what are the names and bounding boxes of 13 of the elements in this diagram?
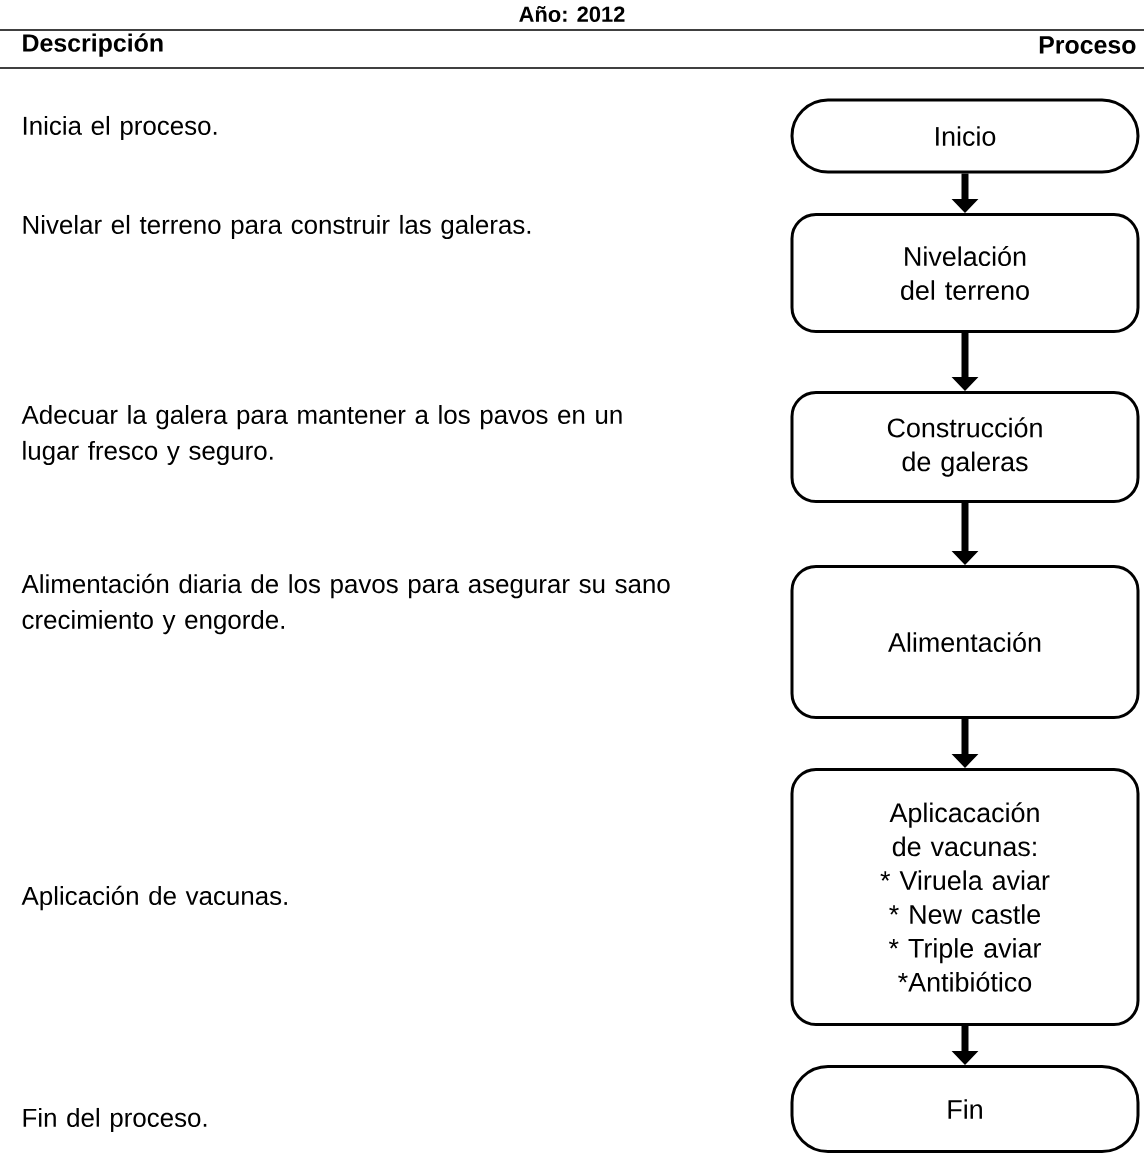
column-header: Proceso <box>1039 36 1136 54</box>
process-box: Nivelación del terreno <box>790 213 1140 333</box>
page-title: Año: 2012 <box>519 6 625 22</box>
description-text: Fin del proceso. <box>23 1107 207 1133</box>
description-text: Aplicación de vacunas. <box>21 885 287 911</box>
process-box: Construcción de galeras <box>790 391 1140 503</box>
description-text: Alimentación diaria de los pavos para asegurar su sano crecimiento y engorde. <box>21 573 670 635</box>
process-box: Alimentación <box>790 565 1140 719</box>
column-header: Descripción <box>23 33 163 57</box>
description-text: Inicia el proceso. <box>23 115 217 141</box>
process-box: Aplicacación de vacunas: * Viruela aviar * New castle * Triple aviar *Antibiótico <box>790 768 1140 1026</box>
description-text: Adecuar la galera para mantener a los pavos en un lugar fresco y seguro. <box>21 405 622 465</box>
description-text: Nivelar el terreno para construir las galeras. <box>23 214 531 240</box>
